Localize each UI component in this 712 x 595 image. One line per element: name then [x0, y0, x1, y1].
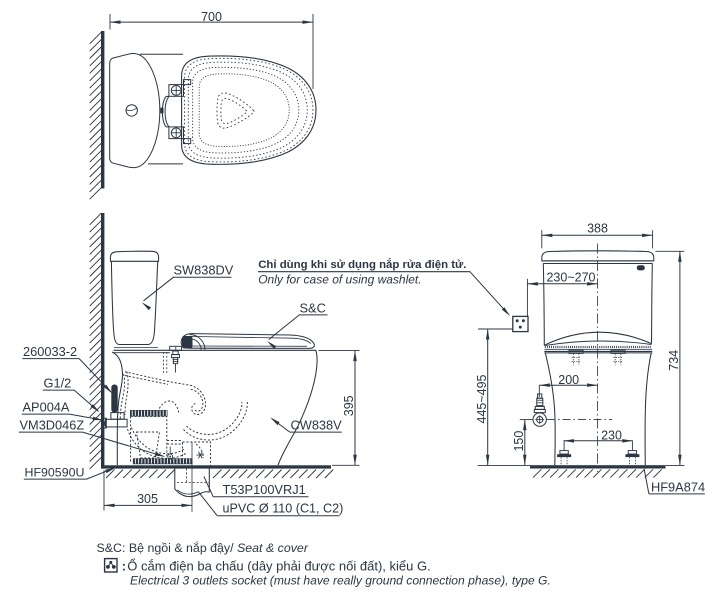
svg-text:445~495: 445~495 [475, 374, 489, 423]
svg-text:Only for case of using washlet: Only for case of using washlet. [258, 273, 421, 287]
svg-text:HF90590U: HF90590U [25, 466, 85, 480]
svg-text:S&C: Bệ ngồi & nắp đậy/ Seat &: S&C: Bệ ngồi & nắp đậy/ Seat & cover [97, 540, 309, 555]
svg-text:T53P100VRJ1: T53P100VRJ1 [223, 482, 306, 497]
svg-text:HF9A874: HF9A874 [651, 479, 705, 494]
svg-text:uPVC Ø 110 (C1, C2): uPVC Ø 110 (C1, C2) [223, 502, 344, 516]
svg-text:Chỉ dùng khi sử dụng nắp rửa đ: Chỉ dùng khi sử dụng nắp rửa điện tử. [258, 258, 466, 271]
svg-text:S&C: S&C [300, 301, 326, 316]
svg-text:G1/2: G1/2 [44, 376, 72, 391]
svg-text:230~270: 230~270 [546, 270, 595, 284]
svg-text:260033-2: 260033-2 [23, 344, 77, 359]
svg-text:VM3D046Z: VM3D046Z [20, 418, 85, 433]
svg-text:734: 734 [667, 350, 681, 371]
svg-text:200: 200 [558, 373, 579, 387]
svg-text:305: 305 [137, 492, 158, 506]
svg-text:230: 230 [601, 428, 622, 442]
svg-text::: : [122, 559, 126, 573]
svg-text:SW838DV: SW838DV [174, 263, 234, 278]
svg-text:Ổ cắm điện ba chấu (dây phải đ: Ổ cắm điện ba chấu (dây phải được nối đấ… [127, 558, 430, 573]
svg-text:395: 395 [342, 395, 356, 416]
svg-text:700: 700 [201, 10, 222, 24]
svg-text:AP004A: AP004A [23, 400, 70, 415]
svg-text:CW838V: CW838V [291, 418, 343, 433]
svg-text:Electrical 3 outlets socket (m: Electrical 3 outlets socket (must have r… [130, 574, 551, 588]
svg-text:388: 388 [587, 222, 608, 236]
svg-text:150: 150 [512, 431, 526, 452]
